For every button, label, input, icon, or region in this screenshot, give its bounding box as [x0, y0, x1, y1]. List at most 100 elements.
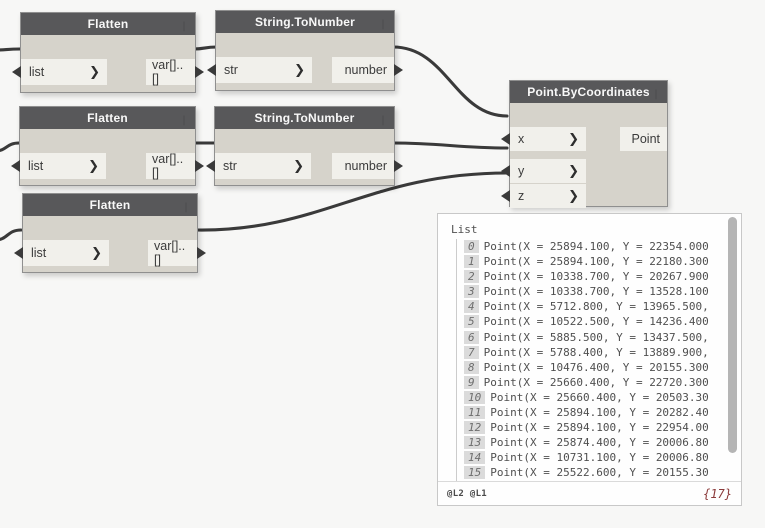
wire[interactable]	[194, 171, 509, 232]
list-item-value: Point(X = 10338.700, Y = 13528.100	[483, 285, 709, 299]
node-flatten-2[interactable]: Flatten list ❯ var[]..[] |	[11, 106, 204, 186]
port-label: z	[518, 189, 525, 203]
node-title[interactable]: Flatten	[21, 13, 195, 35]
input-nub[interactable]	[207, 64, 216, 76]
port-label: str	[224, 63, 238, 77]
list-item-index: 10	[464, 390, 486, 404]
input-port-z[interactable]: z ❯	[501, 184, 586, 208]
list-item-index: 2	[464, 270, 479, 284]
output-port-number[interactable]: number	[332, 153, 403, 179]
list-item-index: 12	[464, 421, 486, 435]
node-string-tonumber-1[interactable]: String.ToNumber str ❯ number |	[207, 10, 403, 91]
list-item-value: Point(X = 10476.400, Y = 20155.300	[483, 360, 709, 374]
input-port-x[interactable]: x ❯	[501, 127, 586, 151]
lacing-icon: |	[652, 89, 659, 100]
input-nub[interactable]	[501, 133, 510, 145]
list-root-label: List	[451, 223, 478, 236]
node-string-tonumber-2[interactable]: String.ToNumber str ❯ number |	[206, 106, 403, 186]
list-item-value: Point(X = 5885.500, Y = 13437.500,	[483, 330, 709, 344]
list-item: 9 Point(X = 25660.400, Y = 22720.300	[458, 375, 730, 390]
wire[interactable]	[0, 141, 21, 152]
list-item-value: Point(X = 25894.100, Y = 22354.000	[483, 240, 709, 253]
preview-footer: @L2 @L1 {17}	[438, 481, 741, 505]
list-item-value: Point(X = 25660.400, Y = 22720.300	[483, 375, 709, 389]
input-nub[interactable]	[11, 160, 20, 172]
port-label: var[]..[]	[154, 239, 186, 267]
output-port-number[interactable]: number	[332, 57, 403, 83]
list-item-index: 3	[464, 285, 479, 299]
port-label: list	[31, 246, 47, 260]
node-title[interactable]: Point.ByCoordinates	[510, 81, 667, 103]
wire[interactable]	[192, 45, 219, 51]
node-flatten-1[interactable]: Flatten list ❯ var[]..[] |	[12, 12, 204, 93]
port-label: list	[29, 65, 45, 79]
node-title[interactable]: String.ToNumber	[216, 11, 394, 33]
input-nub[interactable]	[501, 165, 510, 177]
lacing-icon: |	[180, 21, 187, 32]
list-item-value: Point(X = 10522.500, Y = 14236.400	[483, 315, 709, 329]
port-label: x	[518, 132, 525, 146]
node-point-bycoordinates[interactable]: Point.ByCoordinates x ❯ y ❯ z ❯ Point |	[501, 80, 668, 208]
chevron-right-icon: ❯	[293, 158, 304, 174]
preview-list: List 0 Point(X = 25894.100, Y = 22354.000…	[438, 214, 741, 482]
input-port-str[interactable]: str ❯	[206, 153, 311, 179]
port-label: var[]..[]	[152, 58, 184, 86]
output-port-var[interactable]: var[]..[]	[146, 152, 204, 180]
wire[interactable]	[391, 141, 509, 150]
list-item-value: Point(X = 25660.400, Y = 20503.30	[490, 390, 709, 404]
chevron-right-icon: ❯	[88, 158, 99, 174]
output-nub[interactable]	[197, 247, 206, 259]
list-item-index: 13	[464, 436, 486, 450]
output-nub[interactable]	[394, 64, 403, 76]
node-title[interactable]: Flatten	[20, 107, 195, 129]
list-item-value: Point(X = 5788.400, Y = 13889.900,	[483, 345, 709, 359]
node-title[interactable]: Flatten	[23, 194, 197, 216]
input-port-list[interactable]: list ❯	[11, 153, 106, 179]
input-port-str[interactable]: str ❯	[207, 57, 312, 83]
list-item-index: 6	[464, 330, 479, 344]
wire[interactable]	[0, 47, 22, 52]
lacing-icon: |	[182, 202, 189, 213]
input-nub[interactable]	[206, 160, 215, 172]
chevron-right-icon: ❯	[568, 131, 579, 147]
list-item-value: Point(X = 25894.100, Y = 20282.40	[490, 406, 709, 420]
output-port-point[interactable]: Point	[620, 127, 667, 151]
wire[interactable]	[0, 228, 23, 241]
port-label: Point	[631, 132, 661, 146]
preview-bubble: List 0 Point(X = 25894.100, Y = 22354.000…	[437, 213, 742, 506]
port-label: list	[28, 159, 44, 173]
list-item: 3 Point(X = 10338.700, Y = 13528.100	[458, 284, 730, 299]
output-nub[interactable]	[394, 160, 403, 172]
lacing-icon: |	[379, 19, 386, 30]
output-nub[interactable]	[195, 66, 204, 78]
list-item-index: 8	[464, 360, 479, 374]
output-port-var[interactable]: var[]..[]	[146, 58, 204, 86]
input-port-list[interactable]: list ❯	[12, 59, 107, 85]
chevron-right-icon: ❯	[294, 62, 305, 78]
input-nub[interactable]	[14, 247, 23, 259]
output-nub[interactable]	[195, 160, 204, 172]
port-label: str	[223, 159, 237, 173]
input-nub[interactable]	[501, 190, 510, 202]
list-item-index: 9	[464, 375, 479, 389]
chevron-right-icon: ❯	[89, 64, 100, 80]
levels-label: @L2 @L1	[447, 488, 488, 499]
scrollbar-thumb[interactable]	[728, 217, 737, 453]
list-item-index: 0	[464, 240, 479, 253]
input-port-list[interactable]: list ❯	[14, 240, 109, 266]
input-nub[interactable]	[12, 66, 21, 78]
node-flatten-3[interactable]: Flatten list ❯ var[]..[] |	[14, 193, 206, 273]
node-title[interactable]: String.ToNumber	[215, 107, 394, 129]
input-port-y[interactable]: y ❯	[501, 159, 586, 183]
output-port-var[interactable]: var[]..[]	[148, 239, 206, 267]
list-item-value: Point(X = 10731.100, Y = 20006.80	[490, 451, 709, 465]
wire[interactable]	[391, 45, 509, 118]
